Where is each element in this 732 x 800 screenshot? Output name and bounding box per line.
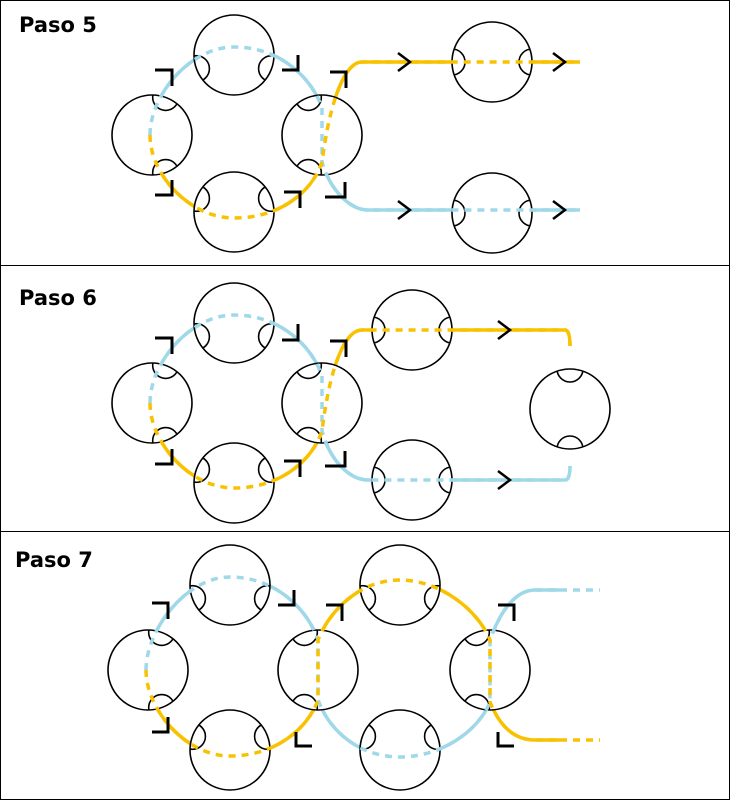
bracket-marker-icon: [284, 190, 302, 208]
circle-node: [193, 282, 275, 364]
notch-arc: [556, 369, 584, 383]
bracket-marker-icon: [498, 603, 516, 621]
circle-node: [111, 362, 193, 444]
notch-arc: [518, 199, 532, 227]
bracket-marker-icon: [325, 451, 347, 468]
circle-node: [529, 368, 611, 450]
bracket-marker-icon: [282, 55, 300, 72]
circle-node: [111, 94, 193, 176]
bracket-marker-icon: [326, 603, 344, 621]
bracket-marker-icon: [155, 336, 174, 354]
bracket-marker-icon: [278, 590, 296, 607]
chevron-arrow-icon: [397, 52, 413, 72]
circle-node: [189, 709, 271, 791]
bracket-marker-icon: [284, 459, 302, 477]
dashed-lines: [144, 575, 560, 759]
chevron-arrow-icon: [497, 320, 513, 340]
bracket-marker-icon: [152, 717, 170, 734]
bracket-marker-icon: [330, 70, 348, 88]
panel-drawing: [111, 282, 611, 524]
dashed-lines: [148, 45, 580, 220]
panel-drawing: [111, 14, 580, 254]
bracket-marker-icon: [152, 601, 170, 619]
bracket-marker-icon: [294, 732, 312, 748]
circles: [111, 282, 611, 524]
notch-arc: [556, 435, 584, 449]
notch-arc: [452, 199, 466, 227]
circle-node: [359, 544, 441, 626]
panel-title: Paso 6: [19, 286, 97, 310]
notches: [556, 369, 584, 449]
orange-strand: [148, 60, 580, 220]
circles: [107, 544, 531, 791]
chevron-arrow-icon: [552, 52, 568, 72]
bracket-marker-icon: [155, 180, 174, 197]
blue-strand-dashed: [148, 45, 580, 212]
bracket-marker-icon: [155, 449, 174, 466]
circle-node: [193, 171, 275, 253]
circle-node: [189, 544, 271, 626]
circle-node: [193, 442, 275, 524]
circle-node: [277, 629, 359, 711]
bracket-marker-icon: [282, 324, 300, 342]
circle-node: [359, 709, 441, 791]
bracket-marker-icon: [325, 182, 347, 199]
chevron-arrow-icon: [397, 200, 413, 220]
orange-strand-dashed: [144, 578, 560, 758]
notches: [452, 199, 532, 227]
panel-drawing: [107, 544, 600, 791]
circles: [111, 14, 533, 254]
panel-title: Paso 5: [19, 13, 97, 37]
bracket-marker-icon: [496, 732, 514, 748]
panel-title: Paso 7: [15, 548, 93, 572]
bracket-marker-icon: [330, 339, 348, 357]
circle-node: [193, 14, 275, 96]
circle-node: [107, 629, 189, 711]
bracket-marker-icon: [155, 68, 174, 86]
chevron-arrow-icon: [497, 470, 513, 490]
orange-strand-dashed: [148, 328, 572, 490]
circle-node: [451, 172, 533, 254]
dashed-lines: [148, 313, 572, 490]
chevron-arrow-icon: [552, 200, 568, 220]
blue-strand: [148, 313, 572, 482]
